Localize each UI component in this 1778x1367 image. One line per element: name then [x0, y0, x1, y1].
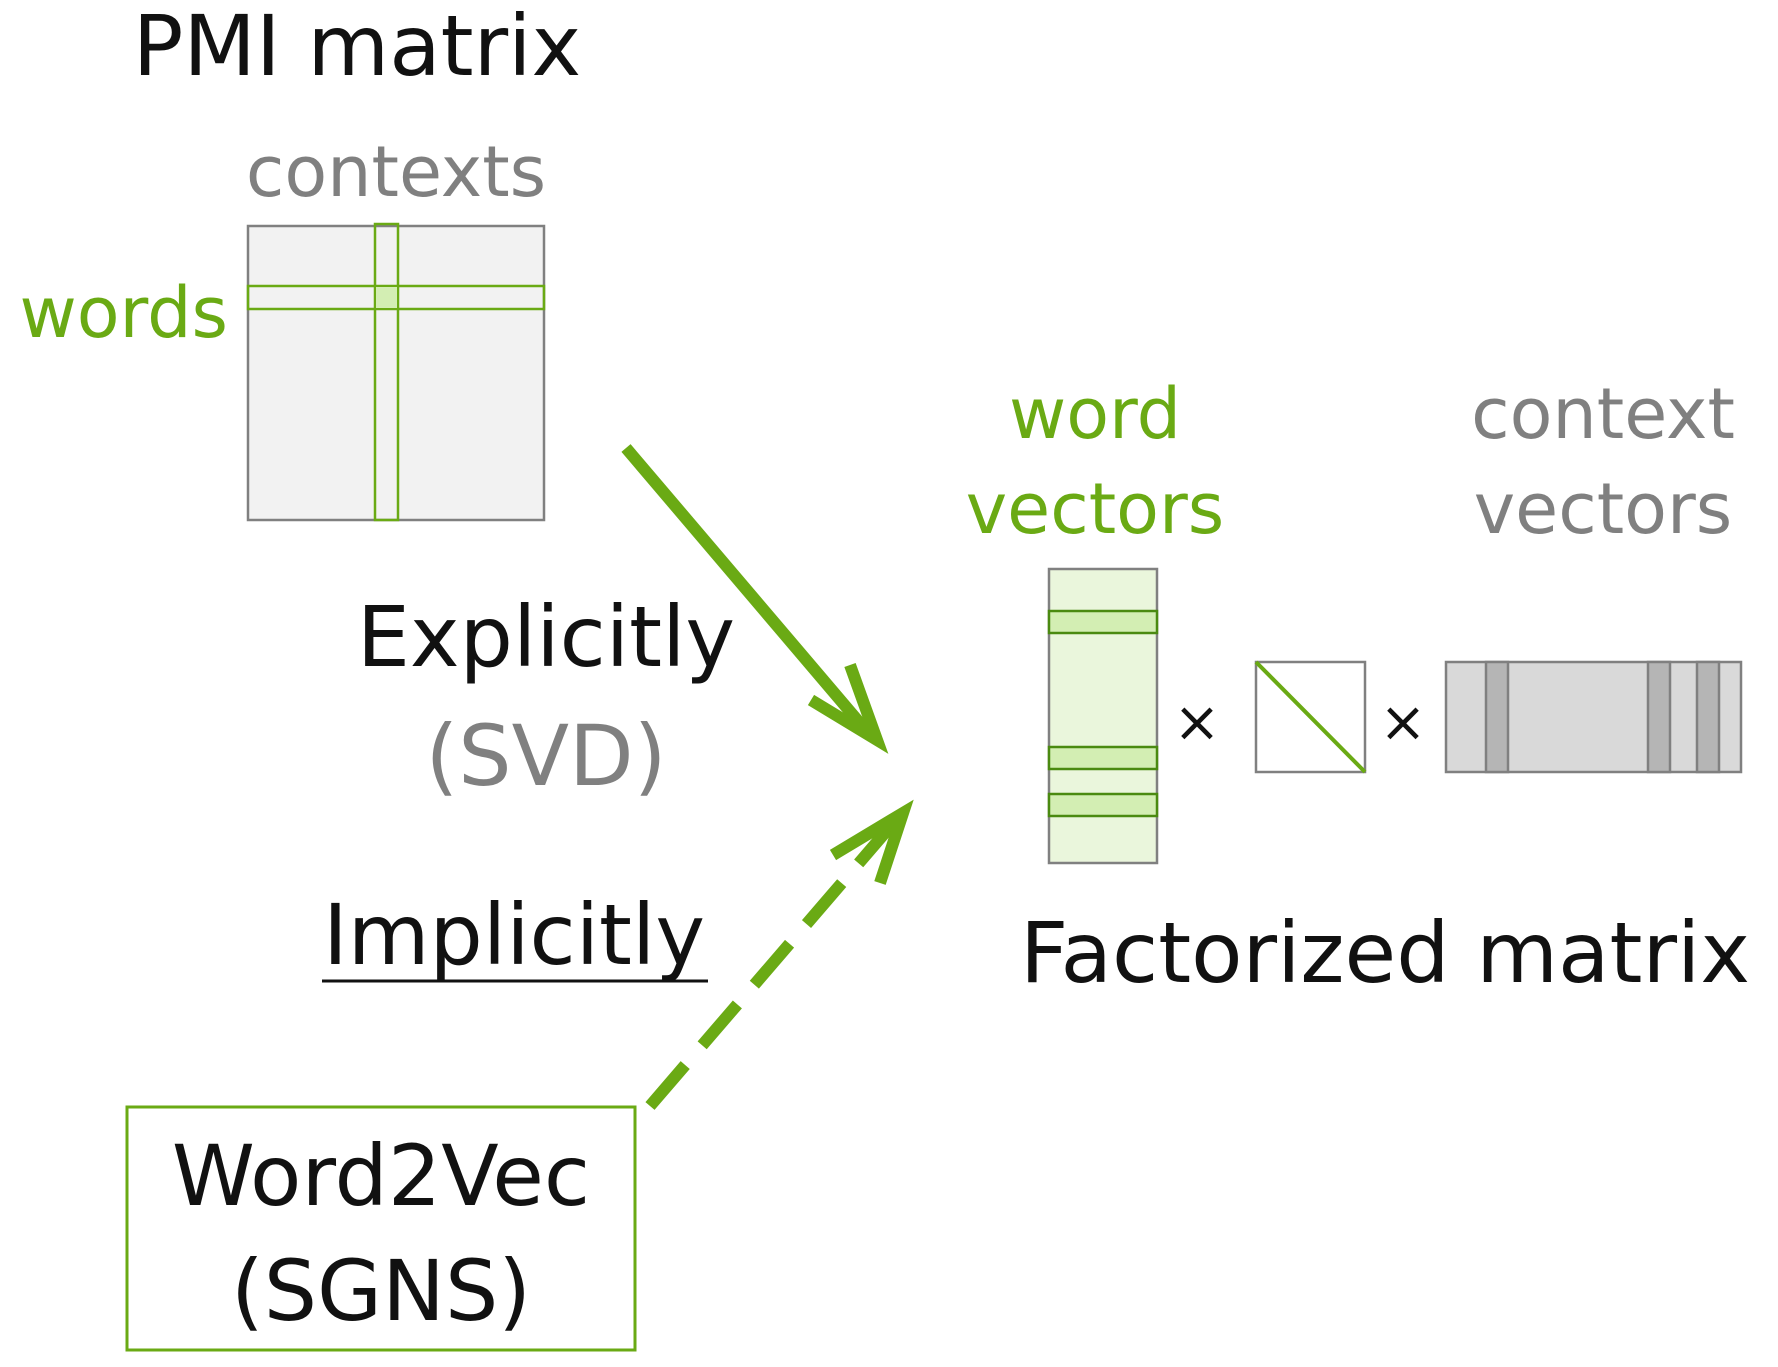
pmi-context-column: [373, 222, 400, 522]
context-vectors-label-line1: context: [1471, 373, 1735, 455]
svd-label: (SVD): [425, 707, 666, 805]
explicit-arrow: [621, 444, 889, 754]
word-vectors-label-line2: vectors: [966, 468, 1225, 550]
context-vectors-label-line2: vectors: [1474, 468, 1733, 550]
times-symbol: ×: [1380, 690, 1427, 755]
explicitly-label: Explicitly: [357, 588, 735, 686]
implicitly-label: Implicitly: [323, 886, 705, 984]
context-vector-column: [1646, 660, 1672, 774]
word-vectors-label-line1: word: [1009, 373, 1181, 455]
pmi-word-row: [246, 284, 546, 311]
words-label: words: [19, 272, 228, 354]
context-vector-column: [1695, 660, 1721, 774]
sgns-label: (SGNS): [231, 1242, 531, 1340]
times-symbol: ×: [1174, 690, 1221, 755]
pmi-matrix-title: PMI matrix: [133, 0, 581, 95]
implicit-arrow: [645, 799, 914, 1110]
word-vector-row: [1047, 792, 1159, 818]
pmi-matrix: [246, 224, 546, 522]
pmi-cell: [376, 287, 397, 308]
contexts-label: contexts: [246, 131, 546, 213]
word-vector-row: [1047, 745, 1159, 771]
word2vec-box: [125, 1105, 637, 1352]
word-vector-row: [1047, 609, 1159, 635]
factorized-matrix-title: Factorized matrix: [1020, 904, 1750, 1002]
diagonal-line: [1254, 660, 1367, 774]
word2vec-label: Word2Vec: [172, 1127, 590, 1225]
context-vector-column: [1484, 660, 1510, 774]
